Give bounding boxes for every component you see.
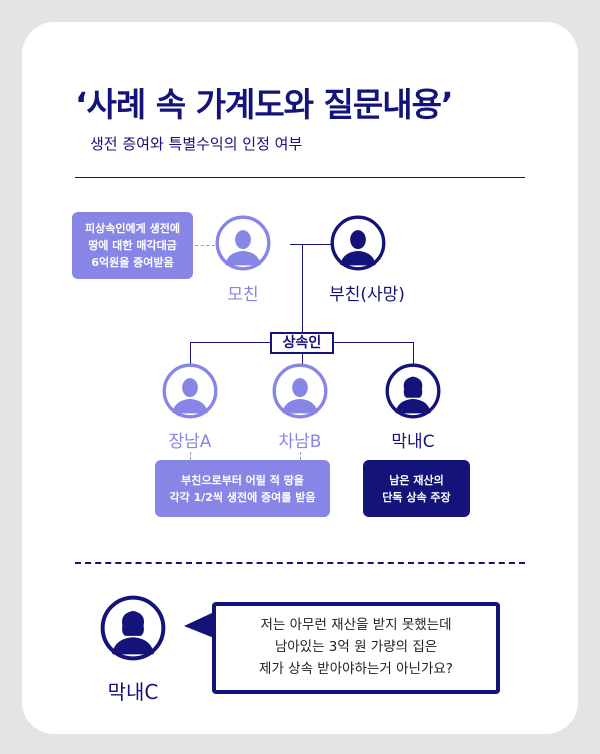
connector [300,452,301,460]
heirs-label: 상속인 [270,332,334,354]
child-b-avatar-icon [272,363,328,419]
page-subtitle: 생전 증여와 특별수익의 인정 여부 [90,135,303,153]
mother-note: 피상속인에게 생전에 땅에 대한 매각대금 6억원을 증여받음 [72,212,193,279]
note-line: 피상속인에게 생전에 [85,222,180,235]
divider [75,177,525,178]
question-line: 제가 상속 받아야하는거 아닌가요? [259,661,453,677]
speech-tail-icon [184,612,214,638]
speaker-avatar-icon [100,595,166,661]
note-line: 땅에 대한 매각대금 [88,239,177,252]
marriage-line [290,244,332,245]
note-line: 각각 1/2씩 생전에 증여를 받음 [169,490,316,504]
speaker-label: 막내C [107,680,159,704]
question-line: 남아있는 3억 원 가량의 집은 [274,639,438,655]
child-c-avatar-icon [385,363,441,419]
mother-label: 모친 [227,285,259,305]
note-line: 6억원을 증여받음 [91,256,174,269]
child-c-label: 막내C [391,432,435,452]
page-title: ‘사례 속 가계도와 질문내용’ [75,85,453,124]
child-a-label: 장남A [168,432,212,452]
father-label: 부친(사망) [329,285,405,305]
note-line: 부친으로부터 어릴 적 땅을 [181,473,304,487]
descent-line [302,244,303,334]
c-note: 남은 재산의 단독 상속 주장 [363,460,470,517]
child-line [190,342,191,364]
father-avatar-icon [330,215,386,271]
child-line [302,352,303,364]
child-line [413,342,414,364]
question-line: 저는 아무런 재산을 받지 못했는데 [260,617,452,633]
child-a-avatar-icon [162,363,218,419]
ab-note: 부친으로부터 어릴 적 땅을 각각 1/2씩 생전에 증여를 받음 [155,460,330,517]
speech-bubble: 저는 아무런 재산을 받지 못했는데 남아있는 3억 원 가량의 집은 제가 상… [212,602,500,694]
child-b-label: 차남B [278,432,322,452]
mother-avatar-icon [215,215,271,271]
section-divider [75,562,525,564]
note-line: 단독 상속 주장 [382,490,451,504]
connector [195,245,215,246]
connector [190,452,191,460]
note-line: 남은 재산의 [389,473,444,487]
